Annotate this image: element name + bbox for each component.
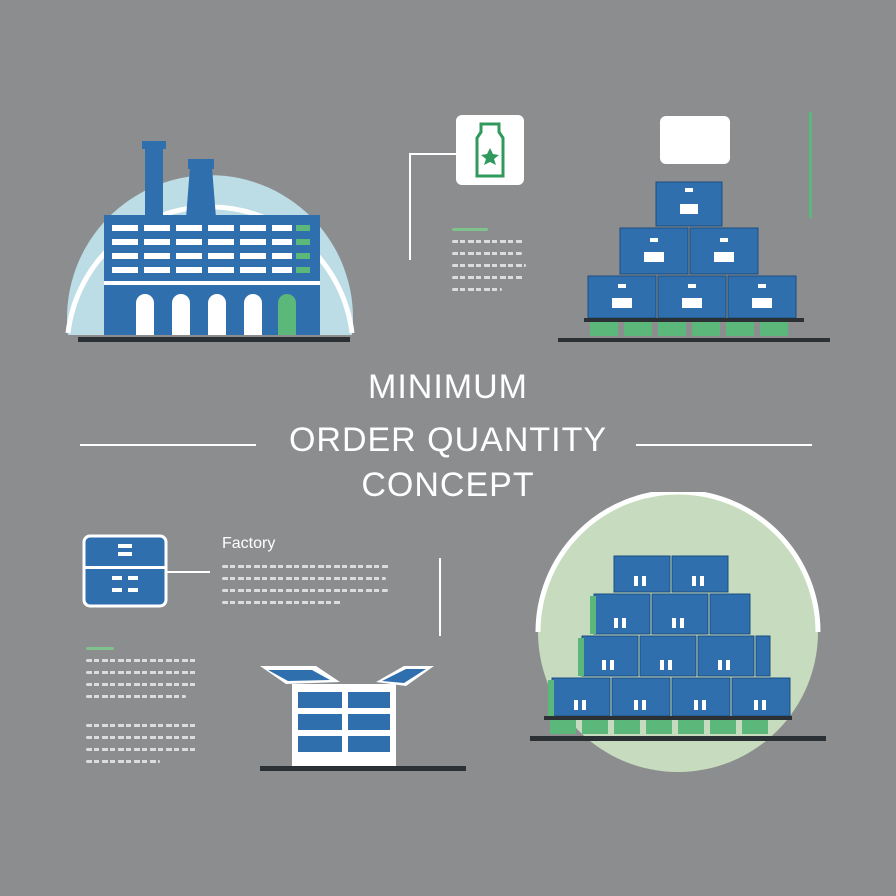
connector-vertical [439, 558, 441, 636]
text-block-middle [222, 565, 392, 613]
factory-icon [65, 141, 355, 342]
box-sign-icon [82, 534, 210, 608]
title-line-1: MINIMUM [368, 368, 528, 406]
open-box-illustration [256, 660, 466, 774]
large-pallet-stack-illustration [526, 492, 836, 792]
title-rule-right [636, 444, 812, 446]
title-line-3: CONCEPT [361, 466, 535, 504]
bottle-card [455, 114, 525, 186]
text-block-top [452, 228, 530, 300]
factory-label: Factory [222, 535, 276, 552]
factory-illustration [60, 105, 360, 350]
bottle-connector [408, 150, 468, 262]
title-rule-left [80, 444, 256, 446]
open-box-icon [260, 666, 466, 771]
pallet-pyramid-icon [558, 112, 830, 342]
bottle-icon [456, 115, 524, 185]
pallet-pyramid-illustration [556, 112, 836, 347]
text-block-bottom-left [86, 647, 202, 772]
title-line-2: ORDER QUANTITY [288, 421, 608, 459]
large-pallet-stack-icon [530, 492, 826, 772]
box-sign-illustration [82, 534, 212, 608]
